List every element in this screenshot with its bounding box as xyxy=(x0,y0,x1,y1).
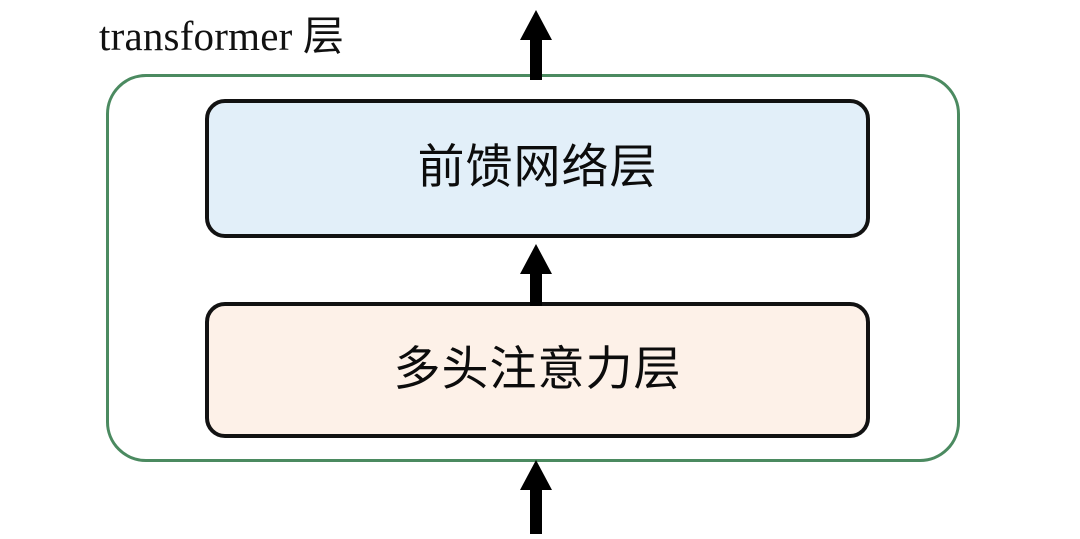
feed-forward-network-block: 前馈网络层 xyxy=(205,99,870,238)
diagram-title: transformer 层 xyxy=(99,13,345,59)
input-arrow-icon xyxy=(512,458,560,534)
multi-head-attention-block: 多头注意力层 xyxy=(205,302,870,438)
output-arrow-icon xyxy=(512,8,560,80)
multi-head-attention-label: 多头注意力层 xyxy=(393,343,682,396)
feed-forward-network-label: 前馈网络层 xyxy=(417,142,658,194)
